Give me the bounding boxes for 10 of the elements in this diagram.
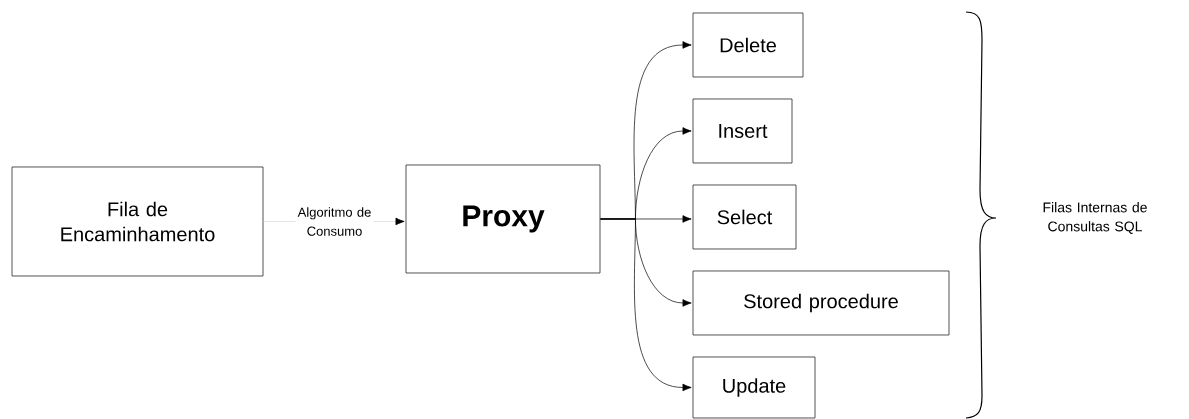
process-box: Proxy bbox=[405, 164, 601, 274]
note-text: Filas Internas de Consultas SQL bbox=[1043, 202, 1147, 234]
process-box: Insert bbox=[692, 98, 793, 164]
arrow bbox=[600, 218, 692, 392]
process-box: Fila de Encaminhamento bbox=[11, 166, 264, 277]
process-box: Select bbox=[692, 184, 797, 250]
process-box: Delete bbox=[692, 12, 804, 78]
edge-label: Algoritmo de Consumo bbox=[295, 206, 374, 237]
process-box: Stored procedure bbox=[692, 270, 950, 336]
process-box: Update bbox=[692, 356, 816, 419]
